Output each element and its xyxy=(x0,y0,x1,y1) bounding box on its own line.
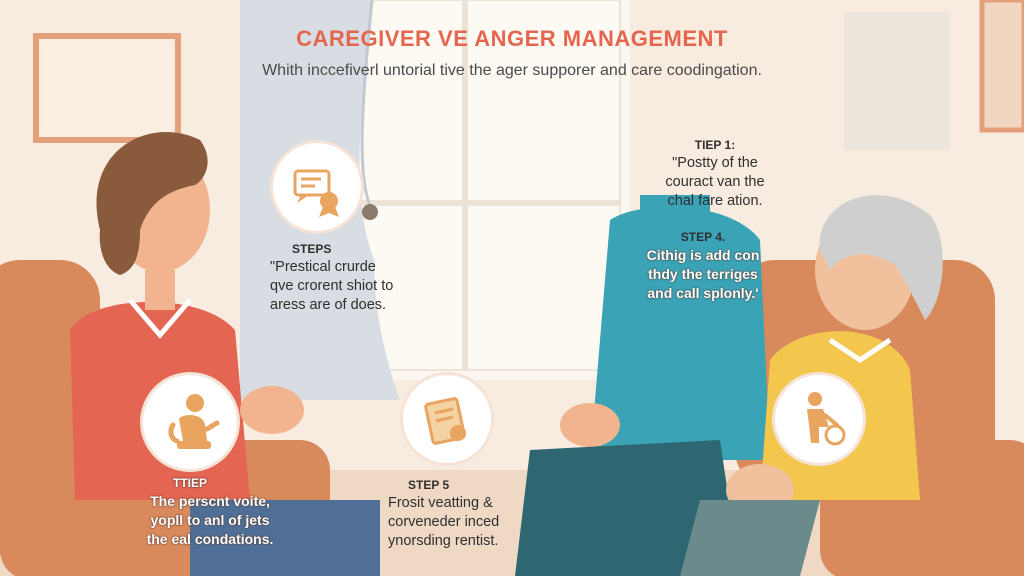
step-bottom-left: TTIEP The perscnt voite, yopll to anl of… xyxy=(120,476,300,549)
step-circle-top-left xyxy=(270,140,364,234)
step-mid-right: STEP 4. Cithig is add con thdy the terri… xyxy=(628,230,778,303)
step-top-right: TIEP 1: "Postty of the couract van the c… xyxy=(650,138,780,211)
step-text: "Prestical crurde qve crorent shiot to a… xyxy=(270,259,394,313)
document-icon xyxy=(424,397,466,445)
step-circle-bottom-center xyxy=(400,372,494,466)
step-text: The perscnt voite, yopll to anl of jets … xyxy=(146,493,274,547)
certificate-chat-icon xyxy=(293,169,339,217)
step-heading: STEP 4. xyxy=(680,230,726,244)
step-heading: STEPS xyxy=(292,242,332,256)
step-heading: TTIEP xyxy=(172,476,207,490)
step-heading: STEP 5 xyxy=(408,478,450,492)
elder-walker-icon xyxy=(807,392,846,446)
step-bottom-center: STEP 5 Frosit veatting & corveneder ince… xyxy=(388,478,548,551)
step-top-left: STEPS "Prestical crurde qve crorent shio… xyxy=(270,242,430,315)
page-subtitle: Whith inccefiverl untorial tive the ager… xyxy=(262,62,762,79)
step-text: "Postty of the couract van the chal fare… xyxy=(665,155,765,209)
step-circle-bottom-left xyxy=(140,372,240,472)
page-title: CAREGIVER VE ANGER MANAGEMENT xyxy=(296,26,728,51)
step-circle-bottom-right xyxy=(772,372,866,466)
step-text: Frosit veatting & corveneder inced ynors… xyxy=(388,495,500,549)
step-heading: TIEP 1: xyxy=(694,138,736,152)
child-care-icon xyxy=(168,394,220,449)
step-text: Cithig is add con thdy the terriges and … xyxy=(646,247,760,301)
